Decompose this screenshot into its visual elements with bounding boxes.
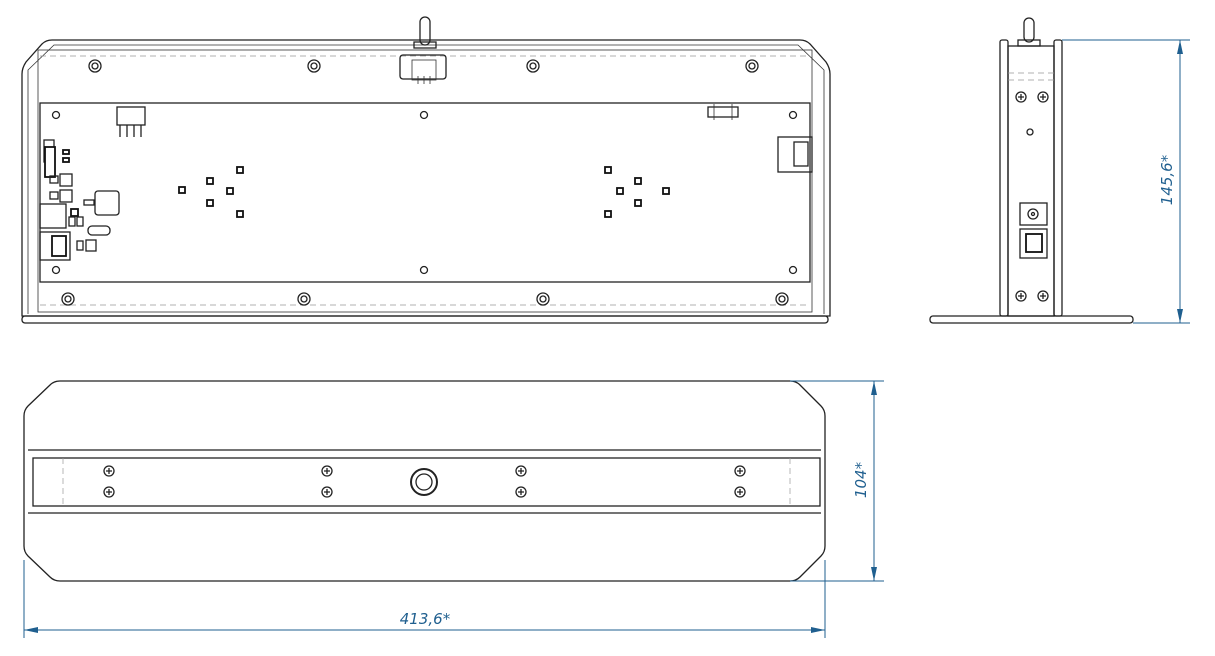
dimension-depth-label: 104* [852, 461, 870, 498]
dimension-height: 145,6* [1062, 39, 1190, 324]
toggle-switch [399, 16, 447, 84]
pcb-components [39, 139, 120, 261]
side-base-plate [929, 315, 1134, 324]
connector-2pin [707, 104, 739, 120]
dc-jack [1019, 202, 1048, 226]
dimension-width: 413,6* [23, 560, 826, 638]
rj-port [1019, 228, 1048, 259]
pcb-screws [51, 110, 798, 275]
led-hole [1026, 128, 1034, 136]
dimension-height-label: 145,6* [1158, 154, 1176, 205]
connector-4pin [116, 106, 146, 137]
top-screws [103, 465, 746, 498]
side-view [929, 17, 1134, 324]
hex-nuts [61, 59, 789, 306]
top-view [23, 380, 826, 582]
front-base-plate [21, 315, 829, 324]
toggle-knob [410, 468, 438, 496]
terminal-block [777, 136, 813, 173]
pcb-board [39, 102, 811, 283]
front-view [21, 16, 831, 324]
dimension-depth: 104* [790, 380, 884, 582]
dimension-width-label: 413,6* [400, 610, 451, 628]
led-pads [178, 166, 670, 218]
side-screws [1015, 91, 1049, 302]
